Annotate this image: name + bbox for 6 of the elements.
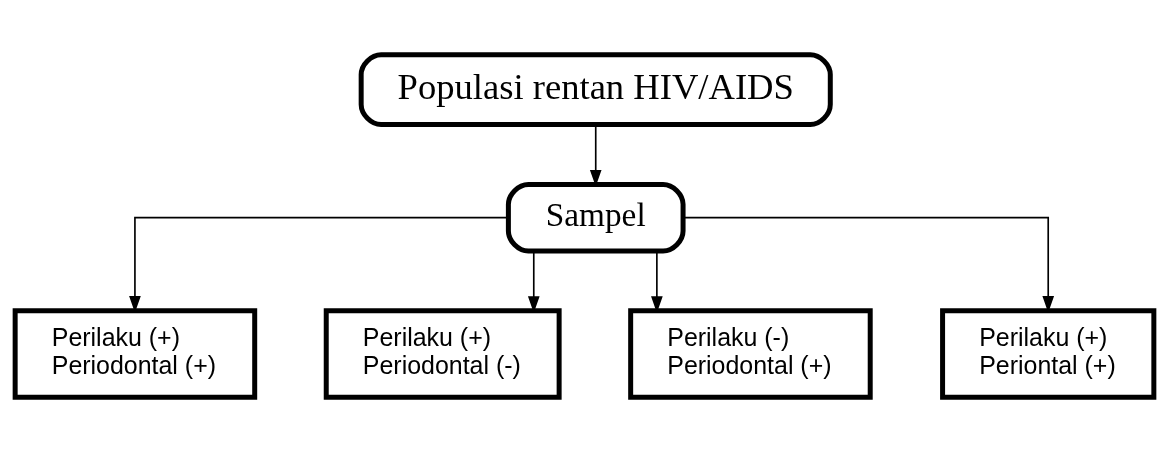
node-box: Populasi rentan HIV/AIDS — [358, 52, 833, 127]
node-box: Sampel — [505, 181, 686, 254]
node-box: Perilaku (+) Periodontal (-) — [323, 308, 562, 400]
node-box: Perilaku (+) Periodontal (+) — [12, 308, 258, 400]
node-box: Perilaku (+) Periontal (+) — [940, 308, 1157, 400]
node-box: Perilaku (-) Periodontal (+) — [628, 308, 873, 400]
